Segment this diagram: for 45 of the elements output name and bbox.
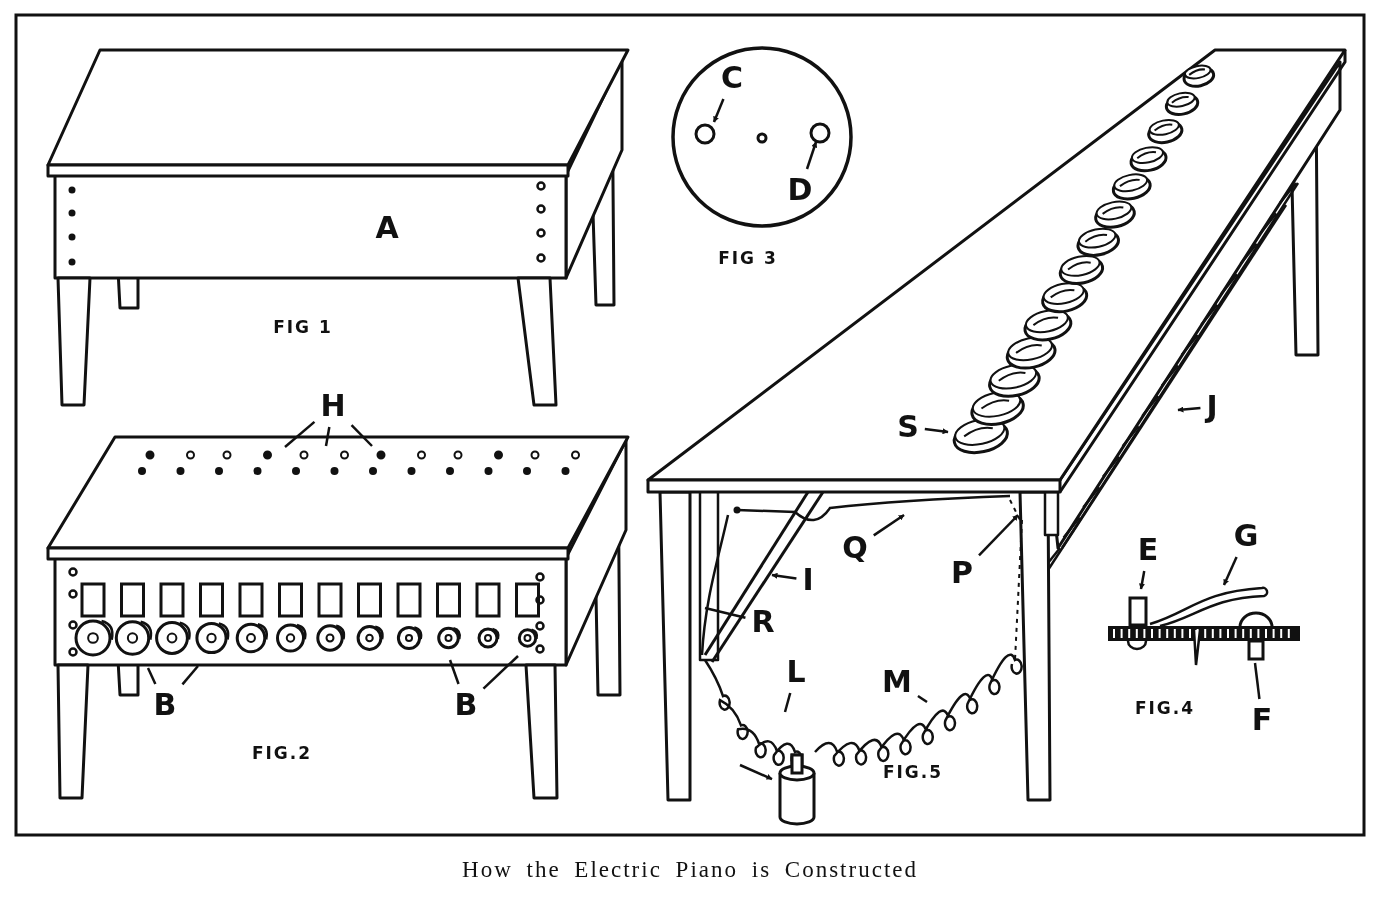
leader-arrow — [771, 572, 797, 580]
callout-letter: E — [1136, 534, 1160, 566]
callout-letter: H — [319, 390, 347, 422]
figure-label: FIG 3 — [717, 248, 779, 268]
battery-drawing — [777, 753, 817, 827]
callout-letter: P — [950, 557, 974, 589]
leader-line — [146, 667, 157, 685]
leader-arrow — [978, 514, 1019, 557]
leader-line — [181, 665, 199, 686]
leader-arrow — [712, 98, 725, 123]
callout-letter: F — [1250, 704, 1274, 736]
leader-line — [482, 655, 519, 690]
callout-letter: Q — [841, 532, 869, 564]
callout-letter: L — [785, 656, 807, 688]
leader-line — [917, 694, 928, 704]
leader-arrow — [1177, 406, 1201, 413]
leader-arrow — [1222, 556, 1238, 586]
callout-letter: R — [750, 606, 776, 638]
callout-letter: A — [374, 212, 400, 244]
leader-line — [284, 420, 316, 448]
leader-line — [448, 659, 460, 685]
leader-line — [783, 692, 792, 713]
callout-letter: J — [1205, 391, 1219, 423]
arrow — [739, 763, 773, 781]
callout-letter: D — [786, 174, 814, 206]
figure-label: FIG 1 — [272, 317, 334, 337]
figure-label: FIG.5 — [881, 762, 945, 782]
figure-label: FIG.4 — [1133, 698, 1197, 718]
callout-letter: G — [1232, 520, 1260, 552]
callout-letter: M — [881, 666, 913, 698]
callout-letter: C — [720, 62, 744, 94]
leader-line — [324, 426, 331, 447]
caption: How the Electric Piano is Constructed — [462, 857, 918, 883]
leader-arrow — [873, 513, 905, 537]
leader-arrow — [1139, 570, 1146, 590]
callout-letter: B — [453, 689, 479, 721]
leader-arrow — [805, 141, 818, 170]
leader-line — [704, 606, 746, 619]
callout-letter: I — [801, 564, 815, 596]
leader-arrow — [924, 427, 949, 435]
leader-line — [350, 424, 373, 447]
leader-line — [1253, 662, 1261, 700]
figure-label: FIG.2 — [250, 743, 314, 763]
callout-letter: B — [152, 689, 178, 721]
callout-letter: S — [896, 411, 920, 443]
